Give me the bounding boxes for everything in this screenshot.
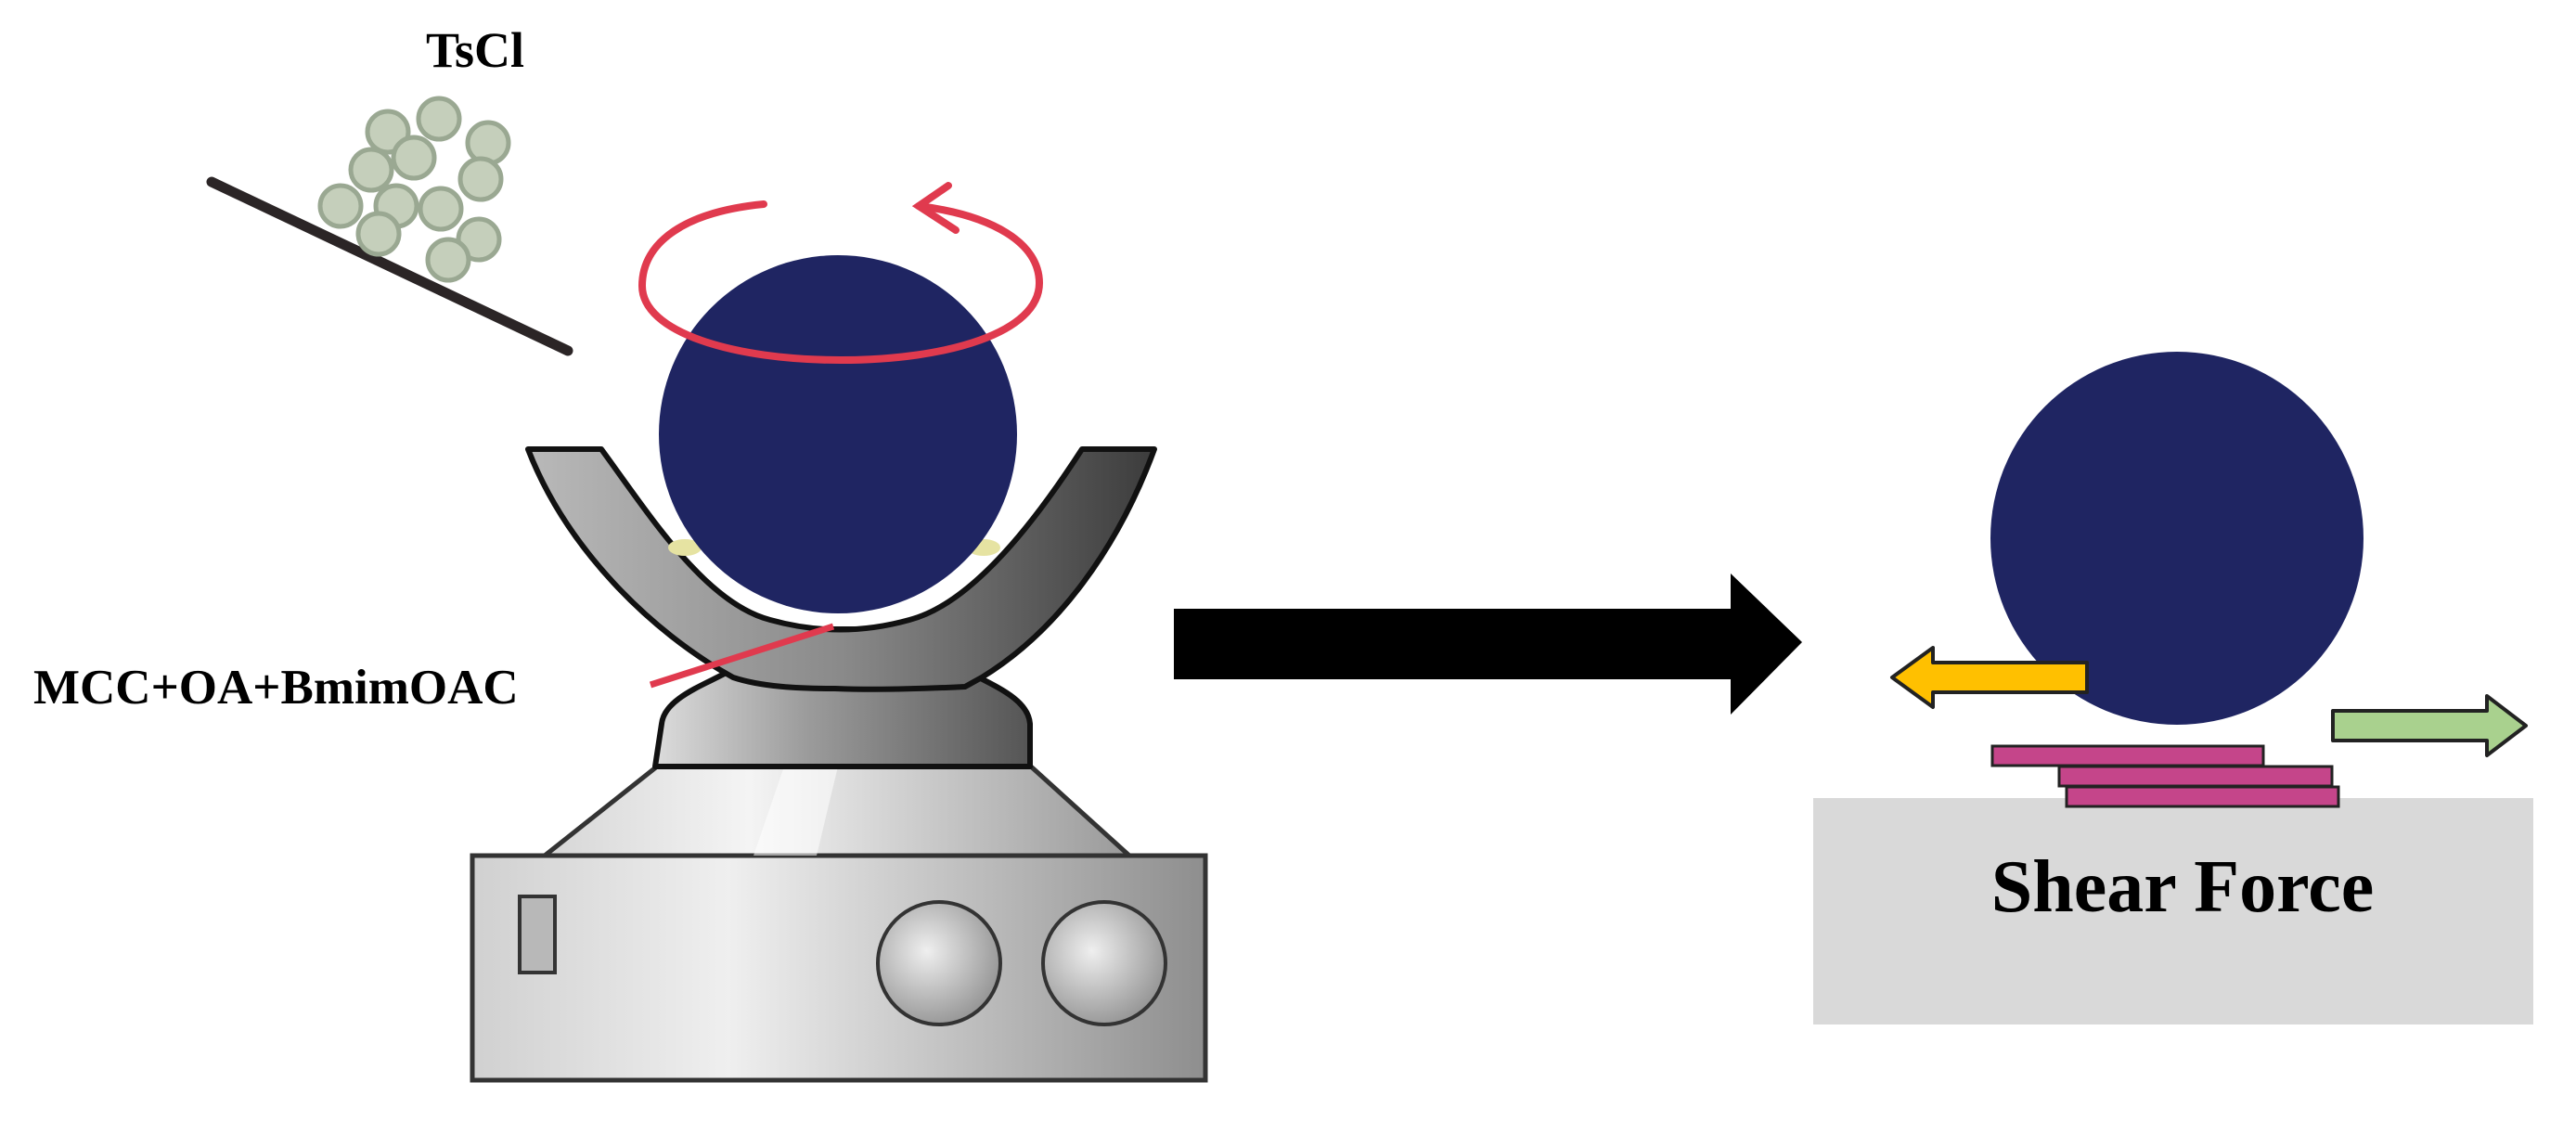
mill-switch	[518, 895, 557, 974]
shear-force-label: Shear Force	[1991, 846, 2375, 928]
ball-mill-icon	[470, 446, 1208, 1083]
reagent-particle	[348, 147, 394, 193]
mill-clamp	[525, 446, 1157, 692]
reagent-particle	[391, 135, 437, 181]
reagent-label: TsCl	[426, 22, 524, 78]
substrate	[1813, 798, 2533, 1024]
reagent-particle	[355, 211, 402, 257]
mill-knob-right	[1041, 900, 1167, 1026]
mixture-label: MCC+OA+BmimOAC	[33, 661, 519, 715]
shear-arrow-left-icon	[1890, 646, 2089, 709]
reagent-particle	[465, 120, 511, 166]
shear-arrow-right-icon	[2331, 694, 2528, 757]
sheet-layer	[1990, 744, 2265, 767]
contact-hint-left	[668, 539, 702, 556]
sheet-layer	[2065, 785, 2340, 808]
reagent-particle	[457, 156, 504, 202]
mill-shoulder	[542, 764, 1132, 858]
mill-shoulder-highlight	[753, 767, 838, 856]
reagent-particle	[456, 216, 502, 263]
reagent-particle	[425, 237, 471, 283]
mixture-pointer-line	[649, 623, 835, 689]
rotation-arrow-icon	[638, 182, 1044, 365]
right-arrow-icon	[1174, 573, 1802, 715]
reagent-particle	[418, 186, 464, 232]
milling-ball-icon	[659, 255, 1017, 613]
mill-knob-left	[876, 900, 1002, 1026]
reagent-particle	[416, 96, 462, 142]
milling-ball-icon	[1990, 352, 2363, 725]
layered-sheets	[1990, 744, 2340, 808]
reagent-particles	[317, 96, 511, 283]
reagent-particle	[317, 183, 364, 229]
sheet-layer	[2057, 765, 2334, 788]
feed-chute	[206, 176, 573, 356]
